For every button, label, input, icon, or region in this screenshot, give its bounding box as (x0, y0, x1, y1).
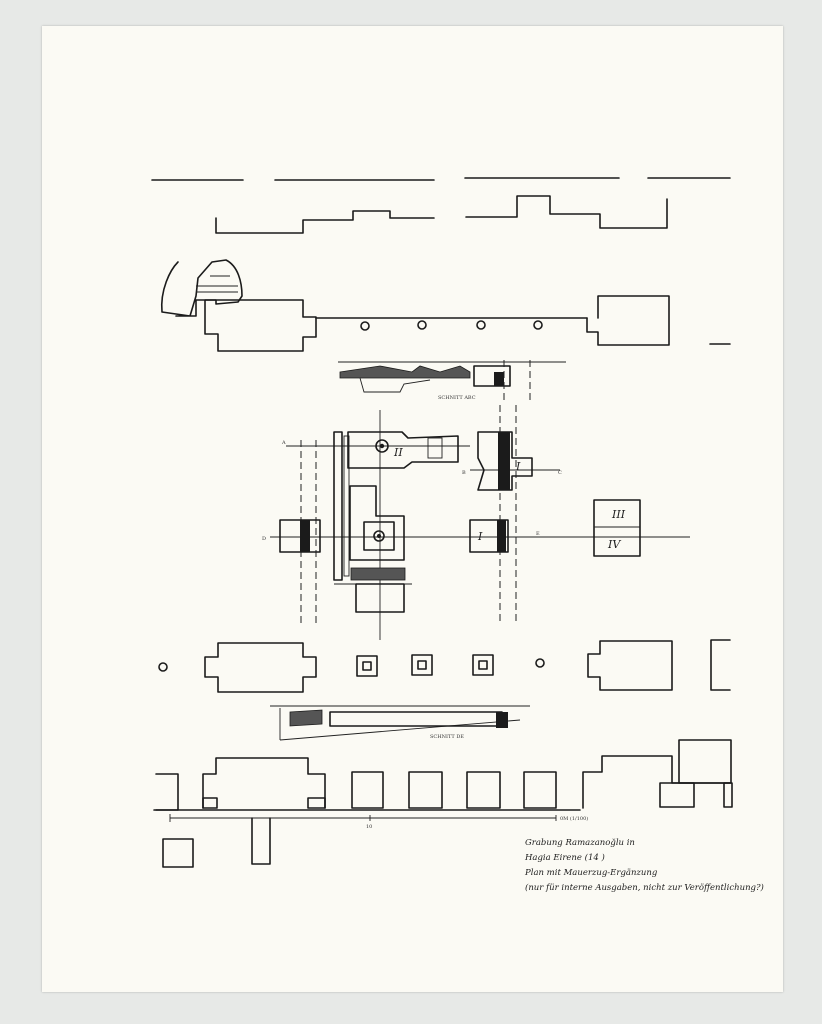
paper-sheet (42, 26, 783, 992)
scale-bar-marker: 10 (366, 824, 372, 830)
caption-line: Plan mit Mauerzug-Ergänzung (525, 868, 658, 878)
caption-line: Hagia Eirene (14 ) (525, 853, 605, 863)
axis-letter-b: B (462, 470, 466, 476)
room-label-2: II (393, 446, 403, 459)
caption-line: Grabung Ramazanoğlu in (525, 838, 635, 848)
axis-letter-c: C (558, 470, 562, 476)
section-abc-label: SCHNITT ABC (438, 395, 476, 401)
room-label-3: III (611, 508, 626, 521)
upper-plan-row (160, 259, 731, 352)
room-label-4: IV (607, 538, 621, 551)
upper-stepped-wall (215, 195, 668, 234)
bottom-elevation: 10 0M (1/100) (153, 739, 733, 868)
axis-letter-d: D (262, 536, 266, 542)
handwritten-caption: Grabung Ramazanoğlu in Hagia Eirene (14 … (525, 836, 765, 896)
section-de: SCHNITT DE (270, 705, 530, 741)
top-reference-lines (151, 177, 731, 181)
section-abc: SCHNITT ABC (338, 360, 566, 401)
caption-line: (nur für interne Ausgaben, nicht zur Ver… (525, 883, 764, 893)
room-label-1b: I (477, 530, 483, 543)
axis-letter-e: E (536, 531, 540, 537)
middle-plan-row (158, 639, 731, 693)
central-excavation-plan: A B C D E II I (262, 405, 690, 640)
room-label-1a: I (515, 460, 521, 473)
axis-letter-a: A (281, 440, 286, 446)
section-de-label: SCHNITT DE (430, 734, 464, 740)
scale-label: 0M (1/100) (560, 815, 588, 822)
